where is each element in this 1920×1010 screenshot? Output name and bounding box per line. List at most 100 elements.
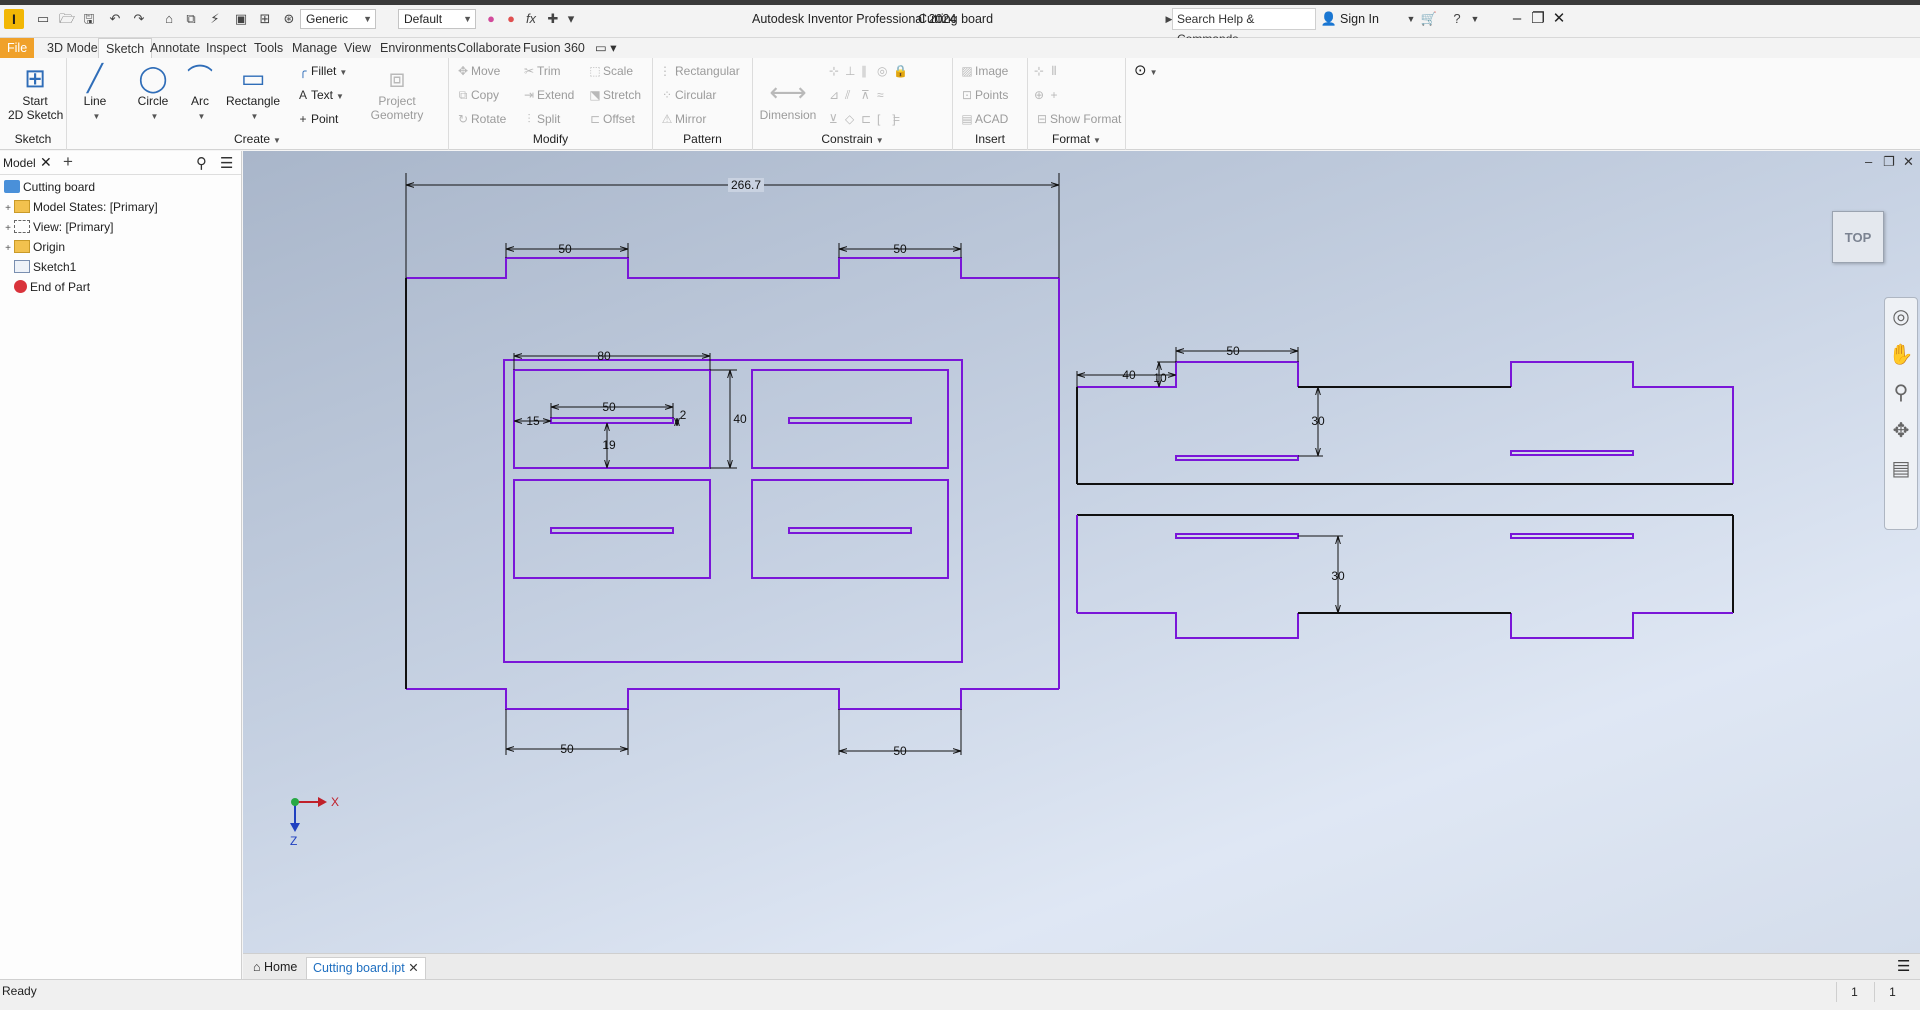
close-icon[interactable]: ✕: [1903, 154, 1914, 169]
show-format-button[interactable]: ⊟Show Format: [1034, 110, 1121, 128]
image-button[interactable]: ▨Image: [959, 62, 1008, 80]
tab-annotate[interactable]: Annotate: [150, 41, 201, 55]
rectangular-pattern-button[interactable]: ⋮⋮Rectangular: [659, 62, 740, 80]
tab-manage[interactable]: Manage: [292, 41, 338, 55]
acad-button[interactable]: ▤ACAD: [959, 110, 1008, 128]
dim-top-tab-right[interactable]: 50: [893, 242, 907, 256]
document-tab-cutting-board[interactable]: Cutting board.ipt ✕: [306, 957, 426, 979]
chevron-down-icon[interactable]: ▼: [1406, 14, 1416, 24]
new-file-icon[interactable]: ▭: [36, 11, 50, 26]
dim-side-tab-height[interactable]: 10: [1153, 371, 1167, 385]
app-logo[interactable]: I: [4, 9, 24, 29]
help-icon[interactable]: ?: [1453, 11, 1461, 26]
slot-grid[interactable]: [503, 359, 963, 663]
chevron-right-icon[interactable]: ▶: [1165, 14, 1173, 24]
rectangle-button[interactable]: ▭Rectangle▼: [225, 62, 281, 122]
constraint-row-2[interactable]: ⊿⫽⊼≈: [829, 86, 893, 104]
split-button[interactable]: ⫶Split: [521, 110, 560, 128]
circle-button[interactable]: ◯Circle▼: [133, 62, 173, 122]
rotate-button[interactable]: ↻Rotate: [455, 110, 506, 128]
slot-cell-4[interactable]: [751, 479, 949, 579]
search-icon[interactable]: ⚲: [196, 155, 207, 172]
color-icon[interactable]: ●: [487, 11, 495, 26]
minimize-icon[interactable]: –: [1865, 154, 1873, 169]
browser-item[interactable]: +Model States: [Primary]: [2, 197, 158, 217]
close-icon[interactable]: ✕: [408, 961, 419, 975]
side-top-profile-right[interactable]: [1510, 361, 1734, 484]
constraint-row-1[interactable]: ⊹⊥∥◎🔒: [829, 62, 909, 80]
side-piece-top[interactable]: [1076, 361, 1734, 485]
dim-slot-cell-width[interactable]: 80: [597, 349, 611, 363]
panel-title-constrain[interactable]: Constrain▼: [753, 132, 952, 146]
add-icon[interactable]: ✚: [547, 11, 559, 26]
dim-top-tab-left[interactable]: 50: [558, 242, 572, 256]
center-point-button[interactable]: ⊕+: [1034, 86, 1066, 104]
offset-button[interactable]: ⊏Offset: [587, 110, 635, 128]
side-bottom-slot-2[interactable]: [1510, 533, 1634, 539]
construction-button[interactable]: ⊹⦀: [1034, 62, 1066, 80]
dim-side-height-top[interactable]: 30: [1311, 414, 1325, 428]
ribbon-options-icon[interactable]: ▭ ▾: [595, 41, 617, 55]
restore-icon[interactable]: ❐: [1883, 154, 1895, 169]
update-icon[interactable]: ⚡: [210, 11, 220, 26]
expand-icon[interactable]: +: [5, 223, 11, 234]
browser-item[interactable]: End of Part: [2, 277, 90, 297]
menu-icon[interactable]: ☰: [220, 155, 234, 172]
select-icon[interactable]: ⧉: [186, 11, 196, 26]
dimension-button[interactable]: ⟷Dimension: [757, 76, 819, 122]
tab-view[interactable]: View: [344, 41, 371, 55]
tab-environments[interactable]: Environments: [380, 41, 457, 55]
dim-side-offset[interactable]: 40: [1122, 368, 1136, 382]
start-2d-sketch-button[interactable]: ⊞ Start 2D Sketch: [8, 62, 63, 122]
add-browser-icon[interactable]: +: [63, 152, 73, 171]
sketch-drawing[interactable]: 266.7 50 50 50 50 80 40 50 15 19 2 40 10…: [243, 151, 1920, 953]
pan-icon[interactable]: ✋: [1888, 344, 1914, 366]
dim-bottom-tab-left[interactable]: 50: [560, 742, 574, 756]
mirror-button[interactable]: ⚠Mirror: [659, 110, 707, 128]
finish-sketch-button[interactable]: ⊙▼: [1134, 62, 1158, 80]
browser-item[interactable]: Cutting board: [0, 177, 95, 197]
constraint-row-3[interactable]: ⊻◇⊏[]=: [829, 110, 909, 128]
dim-slot-offset-x[interactable]: 15: [526, 414, 540, 428]
graphics-window[interactable]: – ❐ ✕: [243, 151, 1920, 953]
browser-tab-model[interactable]: Model: [3, 156, 36, 170]
extend-button[interactable]: ⇥Extend: [521, 86, 574, 104]
tab-tools[interactable]: Tools: [254, 41, 284, 55]
move-button[interactable]: ✥Move: [455, 62, 500, 80]
panel-title-create[interactable]: Create▼: [67, 132, 448, 146]
tab-inspect[interactable]: Inspect: [206, 41, 247, 55]
trim-button[interactable]: ✂Trim: [521, 62, 561, 80]
side-piece-bottom[interactable]: [1076, 514, 1734, 639]
chevron-down-icon[interactable]: ▼: [1470, 14, 1480, 24]
stretch-button[interactable]: ⬔Stretch: [587, 86, 641, 104]
appearance-icon[interactable]: ⊛: [283, 11, 295, 26]
dim-bottom-tab-right[interactable]: 50: [893, 744, 907, 758]
browser-item[interactable]: +Origin: [2, 237, 65, 257]
points-button[interactable]: ⊡Points: [959, 86, 1008, 104]
tabs-menu-icon[interactable]: ☰: [1897, 958, 1911, 975]
appearance-combo[interactable]: Generic▼: [300, 9, 376, 29]
fillet-button[interactable]: ╭Fillet▼: [295, 62, 347, 80]
side-bottom-profile-right[interactable]: [1510, 612, 1733, 639]
customize-qat-icon[interactable]: ▾: [567, 11, 575, 26]
home-tab[interactable]: ⌂ Home: [247, 957, 303, 979]
expand-icon[interactable]: +: [5, 243, 11, 254]
arc-button[interactable]: ⌒Arc▼: [183, 62, 217, 122]
dim-side-height-bottom[interactable]: 30: [1331, 569, 1345, 583]
dim-slot-length[interactable]: 50: [602, 400, 616, 414]
tab-sketch[interactable]: Sketch: [98, 38, 153, 58]
side-top-slot-1[interactable]: [1175, 455, 1299, 461]
tab-file[interactable]: File: [0, 38, 35, 58]
dim-slot-width[interactable]: 2: [680, 408, 687, 422]
expand-icon[interactable]: +: [5, 203, 11, 214]
minimize-icon[interactable]: –: [1512, 10, 1522, 27]
browser-item[interactable]: +View: [Primary]: [2, 217, 113, 237]
point-button[interactable]: +Point: [295, 110, 338, 128]
orbit-icon[interactable]: ✥: [1892, 420, 1910, 442]
slot-4[interactable]: [788, 527, 912, 534]
slot-2[interactable]: [788, 417, 912, 424]
side-top-slot-2[interactable]: [1510, 450, 1634, 456]
slot-1[interactable]: [550, 417, 674, 424]
